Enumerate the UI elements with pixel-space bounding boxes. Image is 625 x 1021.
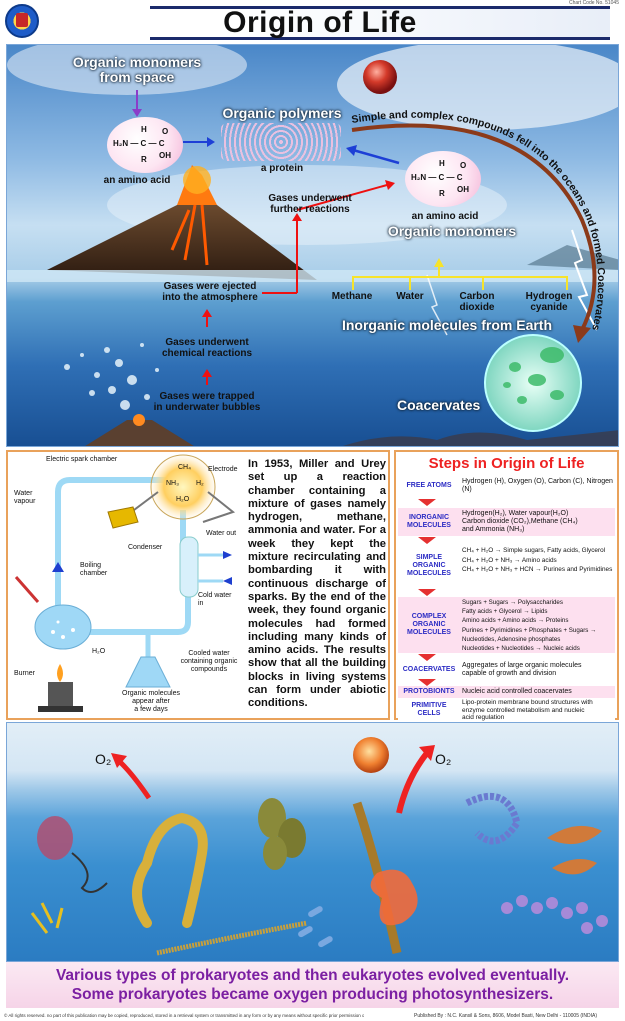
inorganic-molecules-label: Inorganic molecules from Earth: [341, 317, 553, 333]
step-free-atoms: FREE ATOMS Hydrogen (H), Oxygen (O), Car…: [398, 476, 615, 498]
page-title: Origin of Life: [223, 6, 417, 39]
molecule-oh: OH: [457, 185, 469, 194]
origin-scene: H H₂N — C — C O OH R H H₂N — C — C O OH …: [6, 44, 619, 447]
organic-monomers-label: Organic monomers: [387, 223, 517, 239]
h2-label: H₂: [196, 480, 204, 487]
protein-chain: [221, 123, 341, 161]
step-desc: Hydrogen (H), Oxygen (O), Carbon (C), Ni…: [462, 478, 613, 493]
amino-acid-label-1: an amino acid: [103, 175, 171, 186]
water-out-label: Water out: [206, 530, 237, 537]
evolution-scene: O₂ O₂: [6, 722, 619, 962]
organic-polymers-label: Organic polymers: [222, 105, 342, 121]
step-arrow: [418, 537, 436, 544]
step-inorganic-molecules: INORGANIC MOLECULES Hydrogen(H₂), Water …: [398, 508, 615, 536]
molecule-o: O: [460, 161, 467, 170]
molecule-o: O: [162, 127, 169, 136]
title-band: [150, 6, 610, 40]
step-name: FREE ATOMS: [406, 482, 452, 489]
step-arrow: [418, 589, 436, 596]
step-primitive-cells: PRIMITIVE CELLS Lipo-protein membrane bo…: [398, 699, 615, 721]
step-name: SIMPLE ORGANIC MOLECULES: [407, 554, 451, 577]
step-protobionts: PROTOBIONTS Nucleic acid controlled coac…: [398, 686, 615, 698]
step-desc: Lipo-protein membrane bound structures w…: [462, 699, 593, 721]
organic-molecules-label: Organic molecules appear after a few day…: [122, 690, 180, 713]
gases-trapped-label: Gases were trapped in underwater bubbles: [153, 391, 261, 413]
organic-monomers-from-space-label: Organic monomers from space: [72, 54, 202, 85]
molecule-r: R: [141, 155, 147, 164]
gases-further-label: Gases underwent further reactions: [268, 193, 352, 215]
water-label: Water: [396, 291, 424, 302]
hydrogen-cyanide-label: Hydrogen cyanide: [525, 291, 573, 313]
molecule-oh: OH: [159, 151, 171, 160]
step-arrow: [418, 499, 436, 506]
molecule-chain: H₂N — C — C: [113, 139, 165, 148]
water-vapour-label: Water vapour: [14, 490, 36, 505]
publisher-logo: [5, 4, 39, 38]
cooled-water-label: Cooled water containing organic compound…: [180, 650, 238, 673]
step-desc: Nucleic acid controlled coacervates: [462, 688, 572, 695]
burner-label: Burner: [14, 670, 36, 677]
volcano: [47, 205, 317, 280]
molecule-h: H: [439, 159, 445, 168]
amino-acid-molecule-1: H H₂N — C — C O OH R: [107, 117, 183, 173]
step-desc: Aggregates of large organic molecules ca…: [462, 662, 582, 677]
step-desc: Hydrogen(H₂), Water vapour(H₂O) Carbon d…: [462, 510, 578, 533]
step-name: COACERVATES: [402, 666, 456, 673]
bottom-caption: Various types of prokaryotes and then eu…: [6, 962, 619, 1008]
arc-text-layer: Simple and complex compounds fell into t…: [351, 109, 607, 332]
chart-code: Chart Code No. 51045: [568, 0, 619, 6]
a-protein-label: a protein: [260, 163, 304, 174]
miller-urey-apparatus: [14, 454, 236, 712]
scene-graphics: [7, 45, 618, 446]
steps-title: Steps in Origin of Life: [396, 452, 617, 476]
h2o-label: H₂O: [92, 648, 106, 655]
gases-ejected-label: Gases were ejected into the atmosphere: [162, 281, 258, 303]
red-sphere: [363, 60, 397, 94]
step-name: PROTOBIONTS: [403, 688, 455, 695]
miller-urey-description: In 1953, Miller and Urey set up a reacti…: [248, 458, 386, 710]
methane-label: Methane: [331, 291, 373, 302]
caption-line-1: Various types of prokaryotes and then eu…: [55, 967, 570, 984]
h2o-top-label: H₂O: [176, 496, 190, 503]
nh3-label: NH₃: [166, 480, 179, 487]
header: Origin of Life Chart Code No. 51045: [0, 0, 625, 44]
step-name: COMPLEX ORGANIC MOLECULES: [407, 613, 451, 636]
amino-acid-label-2: an amino acid: [411, 211, 479, 222]
footer: © All rights reserved. no part of this p…: [4, 1011, 621, 1021]
boiling-chamber-label: Boiling chamber: [80, 562, 108, 577]
carbon-dioxide-label: Carbon dioxide: [459, 291, 495, 313]
caption-line-2: Some prokaryotes became oxygen producing…: [71, 986, 554, 1003]
molecule-h: H: [141, 125, 147, 134]
o2-label-left: O₂: [95, 751, 112, 767]
electrode-label: Electrode: [208, 466, 238, 473]
copyright-text: © All rights reserved. no part of this p…: [4, 1013, 364, 1018]
step-name: INORGANIC MOLECULES: [407, 514, 451, 529]
steps-panel: Steps in Origin of Life FREE ATOMS Hydro…: [394, 450, 619, 721]
molecule-chain: H₂N — C — C: [411, 173, 463, 182]
evolution-graphics: [30, 737, 608, 956]
step-arrow: [418, 654, 436, 661]
o2-label-right: O₂: [435, 751, 452, 767]
sun: [353, 737, 389, 773]
step-simple-organic: SIMPLE ORGANIC MOLECULES CH₄ + H₂O → Sim…: [398, 544, 615, 588]
ch4-label: CH₄: [178, 464, 191, 471]
step-complex-organic: COMPLEX ORGANIC MOLECULES Sugars + Sugar…: [398, 597, 615, 653]
cold-water-in-label: Cold water in: [198, 592, 232, 607]
molecule-r: R: [439, 189, 445, 198]
step-coacervates: COACERVATES Aggregates of large organic …: [398, 661, 615, 679]
step-name: PRIMITIVE CELLS: [411, 702, 447, 717]
gases-chemical-label: Gases underwent chemical reactions: [161, 337, 253, 359]
step-desc: CH₄ + H₂O → Simple sugars, Fatty acids, …: [462, 547, 613, 573]
condenser-label: Condenser: [128, 544, 163, 551]
amino-acid-molecule-2: H H₂N — C — C O OH R: [405, 151, 481, 207]
step-arrow: [418, 679, 436, 686]
step-desc: Sugars + Sugars → Polysaccharides Fatty …: [462, 599, 597, 653]
coacervates-label: Coacervates: [397, 397, 481, 413]
publisher-text: Published By : N.C. Kansil & Sons, 8606,…: [414, 1013, 598, 1019]
spark-chamber-label: Electric spark chamber: [46, 456, 118, 463]
miller-urey-panel: Electric spark chamber Electrode Water v…: [6, 450, 390, 720]
